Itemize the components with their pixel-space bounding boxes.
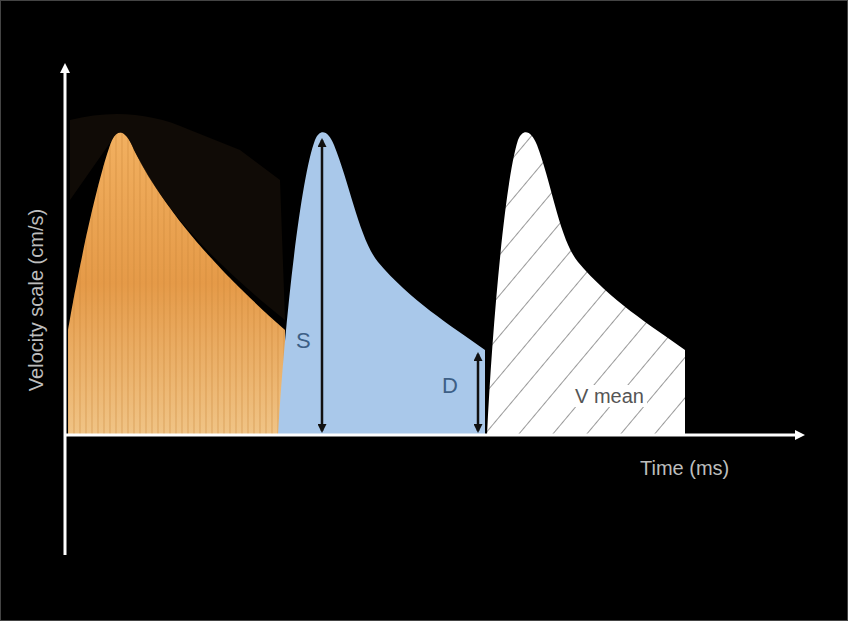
measurement-label: S (296, 330, 311, 352)
systolic-arrow (321, 140, 324, 431)
axis-title: Velocity scale (cm/s) (26, 209, 46, 391)
time-axis (65, 434, 800, 437)
velocity-envelope (278, 132, 485, 435)
axis-title: Time (ms) (640, 458, 729, 478)
velocity-axis (64, 68, 67, 555)
measurement-label: D (442, 375, 458, 397)
measurement-label: V mean (572, 385, 647, 407)
diastolic-arrow (477, 354, 480, 431)
mean-velocity-envelope (487, 132, 685, 435)
spectral-noise (70, 114, 285, 320)
